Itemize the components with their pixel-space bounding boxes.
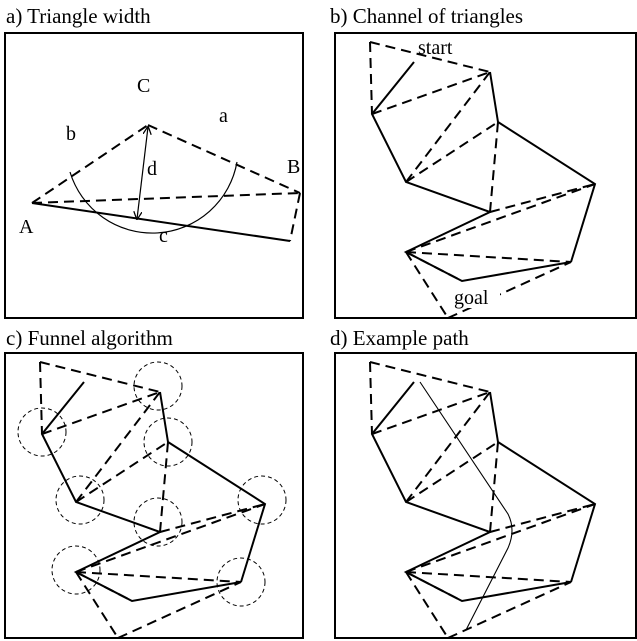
- dashed-diagonal-line: [31, 192, 301, 204]
- side-a-line: [147, 124, 301, 194]
- vertex-b-label: B: [287, 156, 300, 178]
- funnel-dashed-edges: [39, 361, 266, 637]
- panel-b-title: b) Channel of triangles: [330, 4, 524, 28]
- start-label: start: [418, 37, 453, 59]
- width-d-label: d: [147, 158, 157, 180]
- funnel-diagram: [17, 361, 287, 637]
- width-d-arrow: [137, 127, 148, 219]
- panel-b-frame: [334, 32, 637, 319]
- side-c-line: [31, 202, 291, 242]
- panel-a-title: a) Triangle width: [6, 4, 151, 28]
- goal-label-background: [452, 286, 500, 308]
- shortest-path-line: [419, 381, 513, 631]
- panel-a-frame: [4, 32, 304, 319]
- triangle-width-diagram: [31, 124, 301, 242]
- dashed-vertical-segment: [289, 192, 301, 242]
- width-arc: [69, 161, 238, 234]
- funnel-vertex-circles: [17, 361, 287, 607]
- example-path-diagram: [369, 361, 597, 637]
- funnel-left-boundary: [40, 381, 242, 603]
- vertex-a-label: A: [19, 216, 34, 238]
- side-b-label: b: [66, 123, 76, 145]
- funnel-right-boundary: [159, 391, 267, 583]
- path-dashed-edges: [369, 361, 596, 637]
- vertex-c-label: C: [137, 75, 150, 97]
- side-b-line: [31, 124, 149, 204]
- path-right-boundary: [489, 391, 597, 583]
- goal-label: goal: [454, 287, 489, 309]
- side-c-label: c: [159, 225, 168, 247]
- side-a-label: a: [219, 105, 228, 127]
- channel-right-boundary: [489, 71, 597, 263]
- panel-c-title: c) Funnel algorithm: [6, 326, 173, 350]
- channel-diagram: [369, 41, 597, 317]
- channel-left-boundary: [370, 61, 572, 283]
- panel-d-title: d) Example path: [330, 326, 469, 350]
- path-left-boundary: [370, 381, 572, 603]
- channel-dashed-edges: [369, 41, 596, 317]
